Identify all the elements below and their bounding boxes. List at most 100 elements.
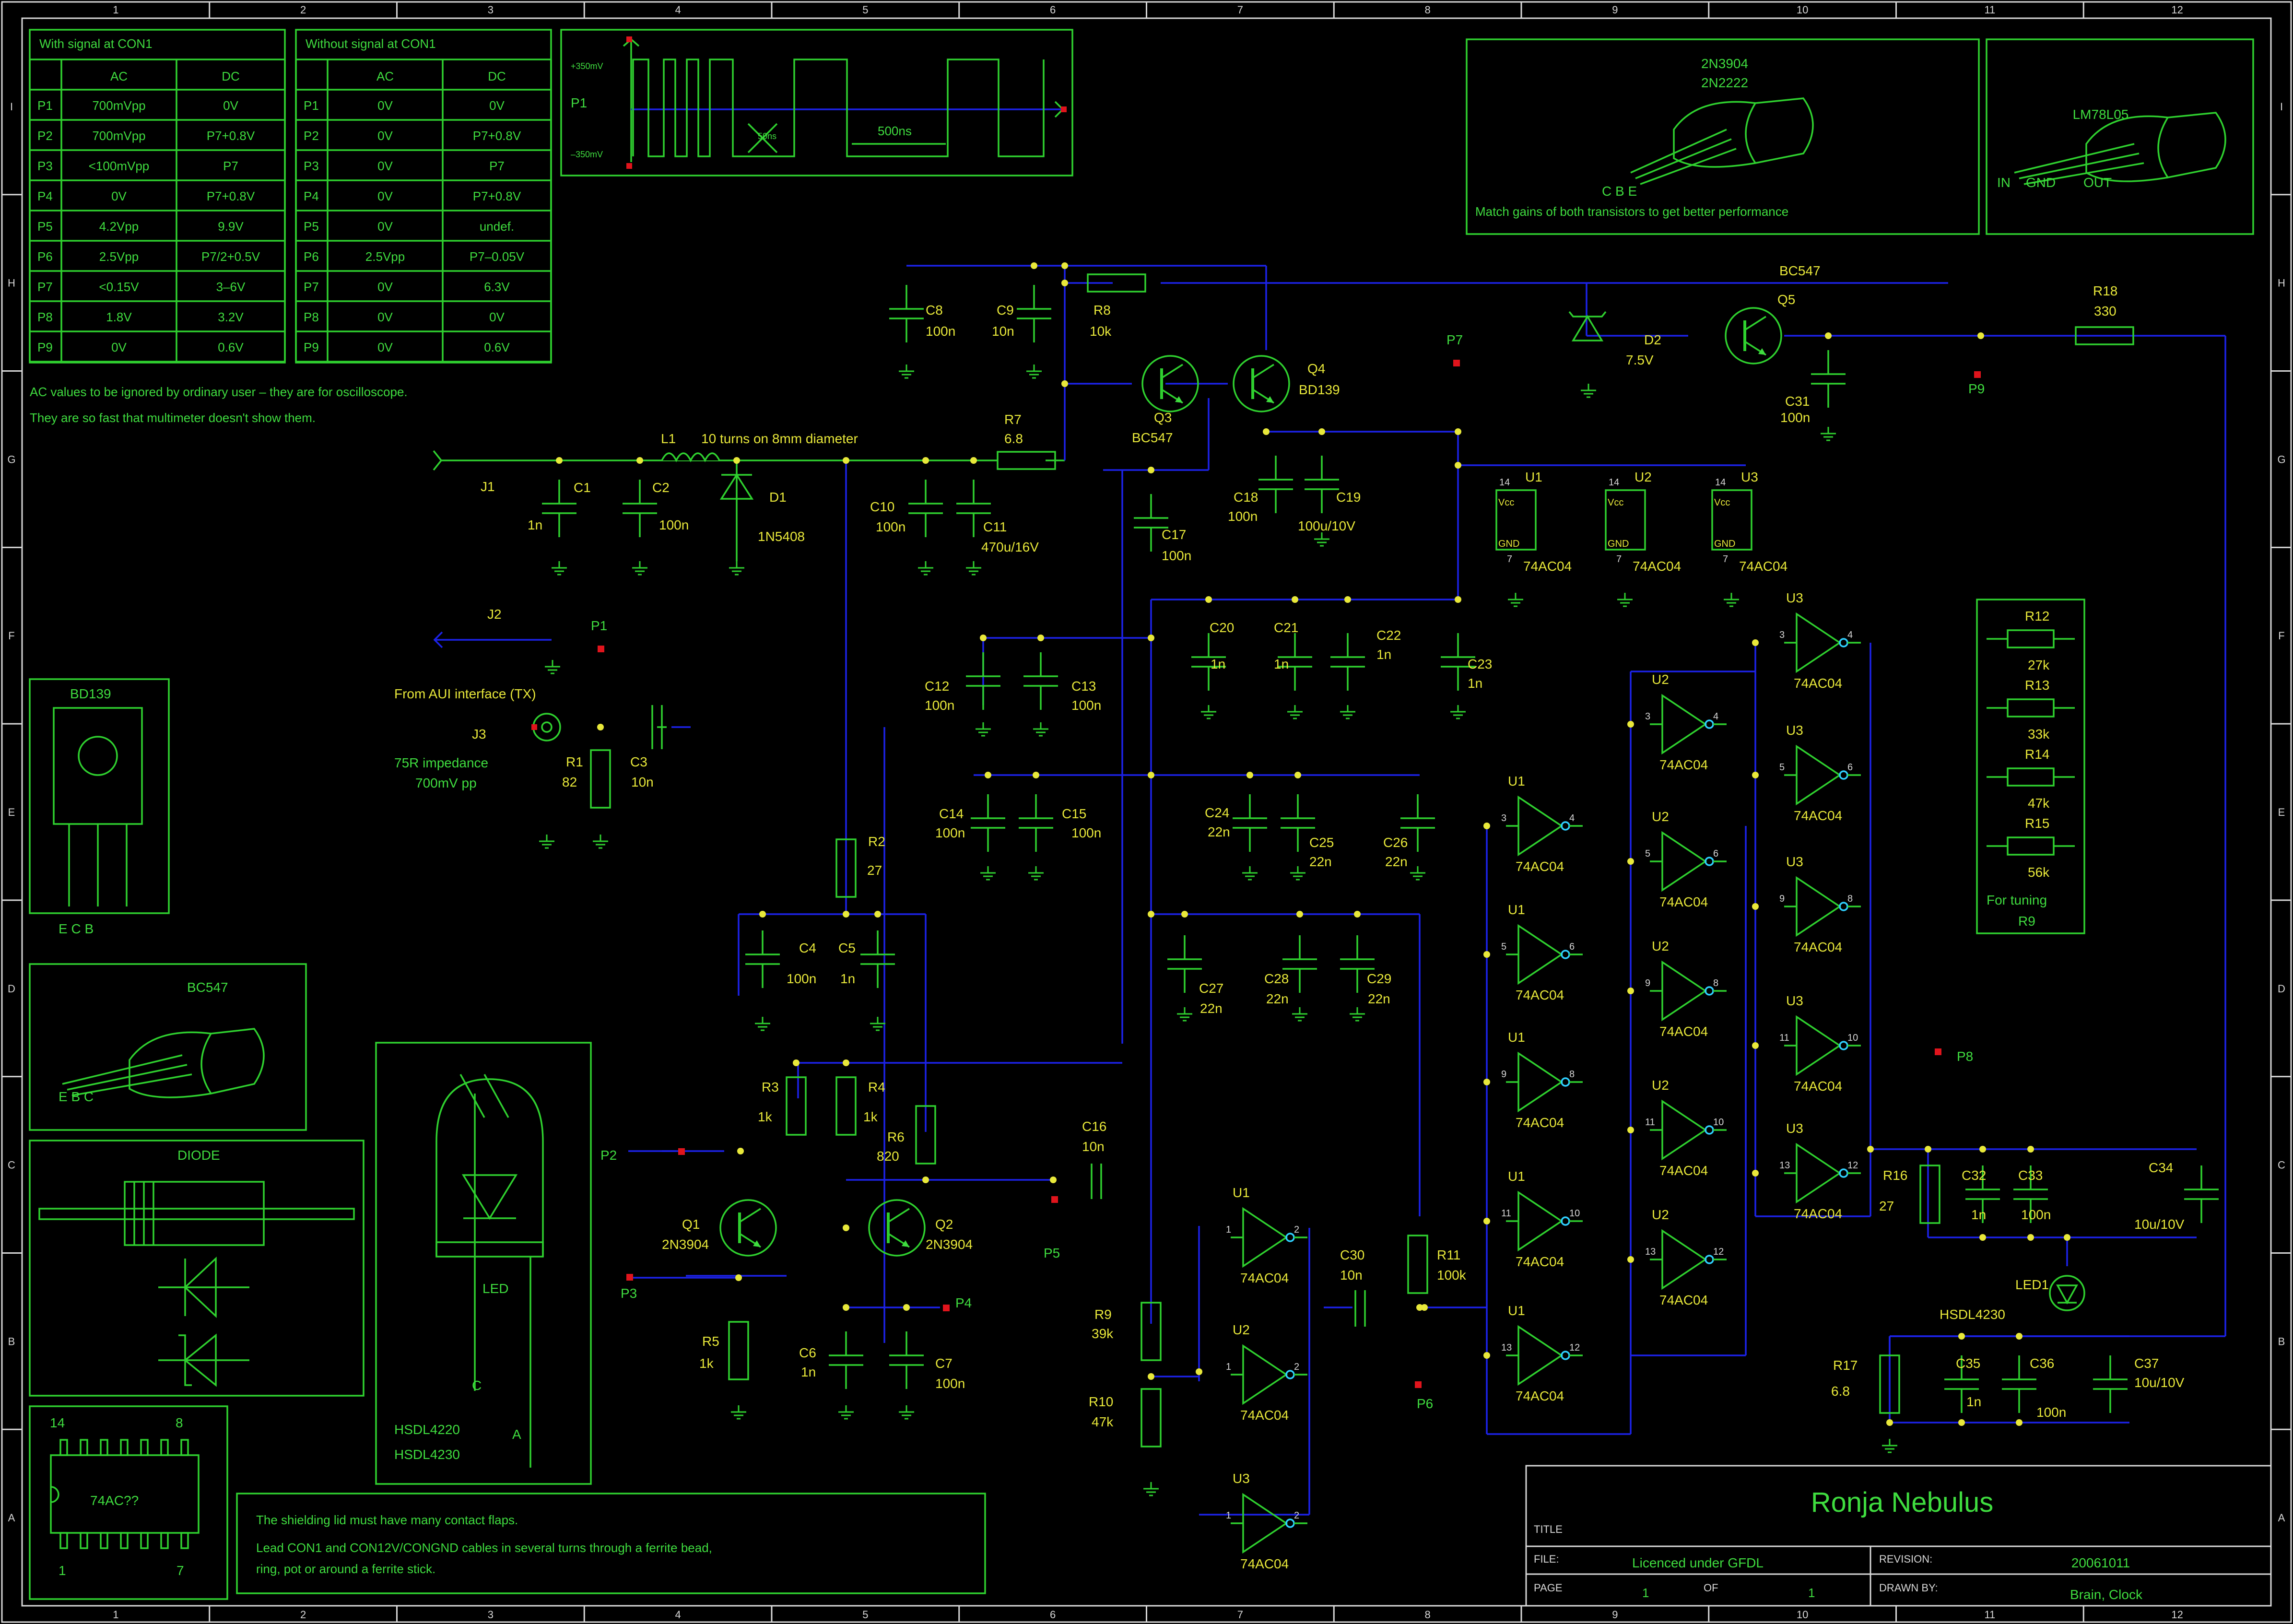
gnd-label: GND — [1714, 539, 1735, 549]
frame-row-label: B — [8, 1335, 15, 1347]
frame-column-label: 12 — [2171, 1609, 2183, 1621]
gate-type-label: 74AC04 — [1516, 1115, 1564, 1130]
gate-pin-label: 5 — [1501, 941, 1506, 952]
label-c3: C3 — [630, 754, 647, 769]
label-c10-value: 100n — [876, 519, 905, 534]
label-c21: C21 — [1274, 620, 1298, 635]
led-anode-label: A — [512, 1427, 521, 1442]
waveform-box: P1 +350mV –350mV 50ns 500ns — [560, 29, 1073, 177]
drawn-by-label: DRAWN BY: — [1879, 1582, 1938, 1594]
gate-unit-label: U3 — [1786, 590, 1803, 605]
table-cell: 0V — [223, 98, 238, 113]
label-c35: C35 — [1956, 1356, 1980, 1371]
label-r6-value: 820 — [877, 1149, 899, 1164]
table-cell: P2 — [37, 129, 53, 143]
label-c13: C13 — [1071, 679, 1096, 694]
frame-row-label: G — [2277, 453, 2285, 465]
gate-pin-label: 9 — [1645, 978, 1650, 989]
tuning-resistor-box: R12 27k R13 33k R14 47k R15 56k For tuni… — [1976, 599, 2085, 934]
table-cell: 0V — [377, 340, 393, 354]
gate-pin-label: 3 — [1501, 813, 1506, 824]
regulator-package-box: LM78L05 IN GND OUT — [1986, 38, 2254, 235]
label-c8: C8 — [926, 303, 943, 318]
gate-pin-label: 2 — [1294, 1362, 1299, 1372]
ic-pin7-label: 7 — [176, 1563, 184, 1578]
tuning-r15-value: 56k — [2028, 865, 2050, 880]
label-c4-value: 100n — [787, 971, 816, 986]
frame-row-label: B — [2278, 1335, 2285, 1347]
tuning-r13-ref: R13 — [2025, 678, 2049, 693]
label-p3: P3 — [621, 1286, 637, 1301]
label-c21-value: 1n — [1274, 657, 1289, 671]
label-c7-value: 100n — [935, 1376, 965, 1391]
gate-pin-label: 10 — [1569, 1208, 1580, 1219]
frame-column-label: 5 — [862, 4, 868, 16]
gate-type-label: 74AC04 — [1794, 940, 1842, 954]
label-c35-value: 1n — [1966, 1394, 1981, 1409]
table-cell: P7 — [489, 159, 505, 173]
page-value: 1 — [1642, 1586, 1649, 1600]
table-cell: P8 — [304, 310, 319, 324]
gate-pin-label: 3 — [1779, 630, 1785, 640]
lm-pin-gnd: GND — [2026, 175, 2056, 190]
label-c22-value: 1n — [1376, 647, 1391, 662]
gate-pin-label: 8 — [1713, 978, 1718, 989]
label-r4-value: 1k — [863, 1109, 878, 1124]
gate-pin-label: 11 — [1779, 1033, 1789, 1043]
package-name-lm78l05: LM78L05 — [2073, 107, 2129, 122]
ic-supply-labels: U1 U2 U3 74AC04 74AC04 74AC04 Vcc Vcc Vc… — [1498, 470, 1787, 574]
gate-unit-label: U3 — [1233, 1471, 1250, 1486]
label-q2: Q2 — [935, 1217, 953, 1232]
label-c28: C28 — [1264, 971, 1289, 986]
ic-pin8-label: 8 — [176, 1415, 183, 1430]
gate-pin-label: 4 — [1713, 711, 1718, 722]
table-cell: P5 — [304, 219, 319, 234]
gate-pin-label: 11 — [1645, 1117, 1655, 1128]
frame-column-label: 9 — [1612, 1609, 1618, 1621]
gate-unit-label: U1 — [1508, 1030, 1525, 1045]
frame-column-label: 3 — [488, 4, 494, 16]
ic-package-box: 74AC?? 14 8 1 7 — [29, 1405, 228, 1600]
table-cell: 0V — [377, 219, 393, 234]
label-r16-value: 27 — [1879, 1199, 1894, 1213]
table-cell: P6 — [37, 249, 53, 264]
label-c36: C36 — [2030, 1356, 2054, 1371]
label-impedance: 75R impedance — [394, 755, 488, 770]
table-cell: P9 — [304, 340, 319, 354]
table-cell: P5 — [37, 219, 53, 234]
label-p1: P1 — [591, 618, 607, 633]
frame-column-label: 10 — [1797, 4, 1808, 16]
label-c23-value: 1n — [1468, 676, 1482, 691]
package-name-bc547: BC547 — [187, 980, 228, 995]
gate-unit-label: U1 — [1508, 774, 1525, 788]
label-c5: C5 — [838, 941, 856, 955]
label-p8: P8 — [1957, 1049, 1973, 1064]
table-cell: undef. — [480, 219, 514, 234]
label-c29-value: 22n — [1368, 991, 1390, 1006]
table-cell: 0V — [111, 340, 127, 354]
label-c18: C18 — [1234, 490, 1258, 505]
match-gains-note: Match gains of both transistors to get b… — [1475, 204, 1788, 219]
table-cell: <100mVpp — [89, 159, 149, 173]
gate-type-label: 74AC04 — [1516, 859, 1564, 874]
table-cell: P3 — [37, 159, 53, 173]
label-c24-value: 22n — [1208, 824, 1230, 839]
table-cell: 0V — [489, 98, 505, 113]
gate-unit-label: U2 — [1652, 672, 1669, 687]
tuning-r12-value: 27k — [2028, 658, 2050, 672]
gate-pin-label: 6 — [1847, 762, 1853, 773]
label-c30: C30 — [1340, 1247, 1364, 1262]
gate-type-label: 74AC04 — [1516, 988, 1564, 1002]
frame-row-label: C — [2278, 1159, 2285, 1171]
table-title: With signal at CON1 — [39, 36, 153, 51]
frame-row-label: I — [10, 101, 13, 113]
label-c25: C25 — [1309, 835, 1334, 850]
gate-pin-label: 4 — [1569, 813, 1575, 824]
label-c12: C12 — [925, 679, 949, 694]
label-u1-type: 74AC04 — [1523, 559, 1572, 574]
gate-pin-label: 6 — [1713, 848, 1718, 859]
label-u2-supply: U2 — [1634, 470, 1652, 484]
revision-value: 20061011 — [2071, 1555, 2130, 1570]
ic-pin14-label: 14 — [50, 1415, 65, 1430]
shield-note-1: The shielding lid must have many contact… — [256, 1513, 518, 1527]
